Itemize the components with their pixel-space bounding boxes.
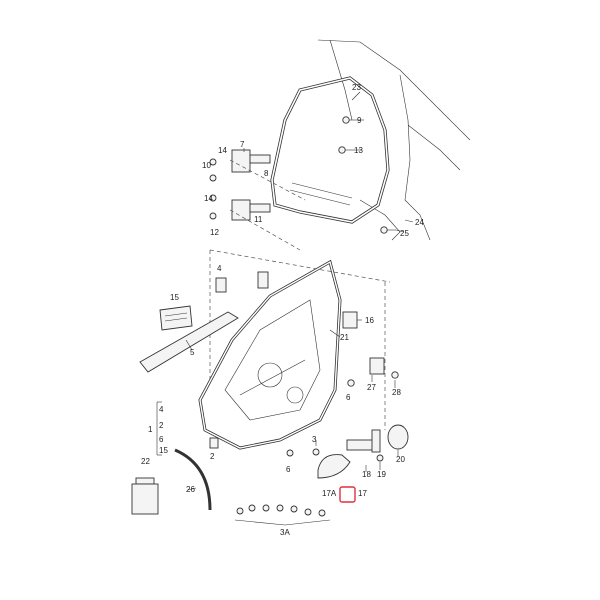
door-check-strap [346,429,381,453]
clip-4-upper [215,271,269,293]
callout-15-upper: 15 [170,293,179,302]
callout-18: 18 [362,470,371,479]
leader-lines [185,91,414,491]
callout-16: 16 [365,316,374,325]
bolt-25 [380,226,396,234]
seal-strip-26 [174,448,212,511]
screw-28 [391,371,399,379]
callout-2: 2 [210,452,215,461]
door-handle-17a [317,454,351,479]
upper-hinge [209,149,271,182]
callout-14-lower: 14 [204,194,213,203]
screw-3 [312,448,320,456]
lower-hinge [209,194,271,221]
callout-17a: 17A [322,489,337,498]
screw-2 [209,437,219,449]
callout-24: 24 [415,218,424,227]
callout-19: 19 [377,470,386,479]
clip-set-3a [234,504,331,526]
callout-20: 20 [396,455,405,464]
adhesive-bottle-22 [131,477,159,515]
callout-9: 9 [357,116,362,125]
callout-28: 28 [392,388,401,397]
callout-3a: 3A [280,528,290,537]
callout-13: 13 [354,146,363,155]
callout-25: 25 [400,229,409,238]
callout-17: 17 [358,489,367,498]
screw-9 [342,116,356,124]
callout-21: 21 [340,333,349,342]
callout-22: 22 [141,457,150,466]
cap-20 [387,424,409,450]
trim-strip-5 [139,311,239,373]
callout-6-upper: 6 [346,393,351,402]
callout-4-upper: 4 [217,264,222,273]
screw-13 [338,146,352,154]
highlighted-part-17 [339,486,356,503]
callout-2-side: 2 [159,421,164,430]
label-plate-15 [159,305,193,331]
callout-12: 12 [210,228,219,237]
screw-6-lower [286,449,294,457]
callout-1: 1 [148,425,153,434]
callout-5: 5 [190,348,195,357]
callout-26: 26 [186,485,195,494]
callout-4-lower: 4 [159,405,164,414]
callout-10: 10 [202,161,211,170]
door-panel [198,259,342,450]
callout-15-side: 15 [159,446,168,455]
door-seal [270,76,390,224]
callout-14-upper: 14 [218,146,227,155]
latch-27 [369,357,385,375]
callout-11: 11 [254,215,263,224]
callout-7: 7 [240,140,245,149]
callout-3: 3 [312,435,317,444]
callout-8: 8 [264,169,269,178]
callout-23: 23 [352,83,361,92]
callout-27: 27 [367,383,376,392]
vehicle-body-outline [317,39,471,241]
screw-19 [376,454,384,462]
callout-6-side: 6 [159,435,164,444]
bracket-16 [342,311,358,329]
screw-6-upper [347,379,355,387]
callout-labels: 23 9 13 7 14 10 8 14 11 12 24 25 4 15 16… [141,83,424,537]
callout-6-lower: 6 [286,465,291,474]
